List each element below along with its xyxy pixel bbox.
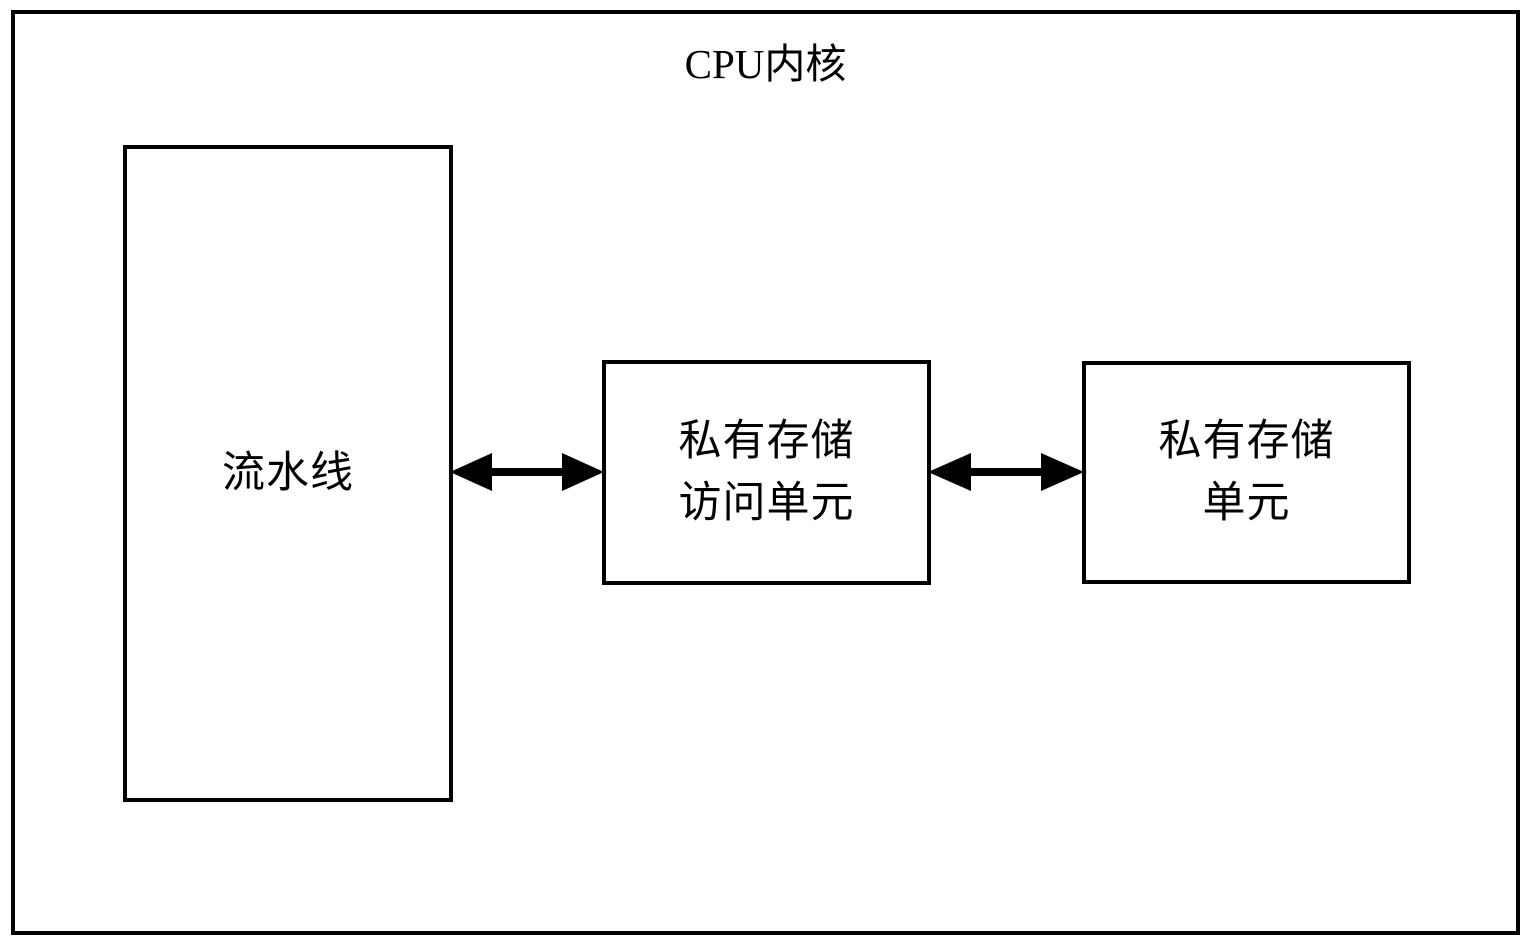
- double-arrow-icon: [928, 453, 1084, 491]
- private-storage-access-unit-block: 私有存储 访问单元: [602, 360, 931, 585]
- private-storage-unit-block: 私有存储 单元: [1082, 361, 1411, 584]
- double-arrow-access-unit-to-storage-unit: [928, 449, 1084, 495]
- pipeline-block: 流水线: [123, 145, 453, 802]
- double-arrow-icon: [450, 453, 604, 491]
- page-title: CPU内核: [684, 41, 847, 87]
- private-storage-access-unit-label: 私有存储 访问单元: [678, 417, 855, 527]
- private-storage-unit-label: 私有存储 单元: [1158, 417, 1335, 527]
- double-arrow-pipeline-to-access-unit: [450, 449, 604, 495]
- pipeline-block-label: 流水线: [222, 449, 354, 497]
